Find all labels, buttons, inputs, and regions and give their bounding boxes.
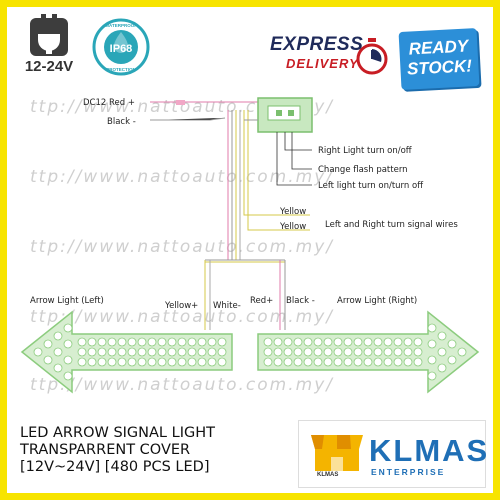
stock-text: STOCK! xyxy=(406,56,473,79)
controller-board xyxy=(267,105,301,121)
watermark: ttp://www.nattoauto.com.my/ xyxy=(30,307,334,327)
black-minus-label: Black - xyxy=(286,296,315,306)
water-drop-icon xyxy=(114,32,128,53)
waterproof-text: WATERPROOF xyxy=(105,23,137,28)
watermark: ttp://www.nattoauto.com.my/ xyxy=(30,237,334,257)
yellow-plus-label: Yellow+ xyxy=(164,301,198,311)
black-label: Black - xyxy=(107,117,136,127)
voltage-label: 12-24V xyxy=(24,58,74,75)
protection-text: PROTECTION xyxy=(106,67,136,72)
watermark: ttp://www.nattoauto.com.my/ xyxy=(30,167,334,187)
wiring-diagram: ttp://www.nattoauto.com.my/ ttp://www.na… xyxy=(20,97,480,395)
arrow-left-label: Arrow Light (Left) xyxy=(30,296,104,306)
watermark: ttp://www.nattoauto.com.my/ xyxy=(30,375,334,395)
yellow-wire-label-2: Yellow xyxy=(279,222,306,232)
brand-subtitle: ENTERPRISE xyxy=(371,467,446,477)
brand-name: KLMAS xyxy=(369,433,490,468)
yellow-wire-label-1: Yellow xyxy=(279,207,306,217)
left-light-label: Left light turn on/turn off xyxy=(318,181,424,191)
signal-wires-label: Left and Right turn signal wires xyxy=(325,220,458,230)
waterproof-badge: IP68 WATERPROOF PROTECTION xyxy=(92,18,150,76)
delivery-text: DELIVERY xyxy=(286,56,359,71)
power-plug-icon xyxy=(30,14,68,56)
brand-tag: KLMAS xyxy=(317,472,339,478)
stopwatch-icon xyxy=(356,38,388,75)
klmas-brand-logo: KLMAS ENTERPRISE KLMAS xyxy=(298,420,490,488)
express-text: EXPRESS xyxy=(270,34,364,55)
right-arrow-light xyxy=(257,310,480,394)
ready-stock-badge: READY STOCK! xyxy=(398,27,480,91)
arrow-right-label: Arrow Light (Right) xyxy=(337,296,417,306)
product-title: LED ARROW SIGNAL LIGHT TRANSPARRENT COVE… xyxy=(20,425,280,476)
red-plus-label: Red+ xyxy=(250,296,273,306)
voltage-badge: 12-24V xyxy=(20,12,78,78)
white-minus-label: White- xyxy=(213,301,241,311)
product-title-line-3: [12V~24V] [480 PCS LED] xyxy=(20,459,210,475)
ip68-label: IP68 xyxy=(110,43,133,55)
dc12-red-label: DC12 Red + xyxy=(83,98,135,108)
left-arrow-light xyxy=(20,310,233,394)
storefront-icon xyxy=(311,435,363,471)
red-wire-connector xyxy=(176,100,185,105)
spec-badges: 12-24V IP68 WATERPROOF PROTECTION xyxy=(20,12,150,82)
right-light-label: Right Light turn on/off xyxy=(318,146,413,156)
express-delivery-logo: EXPRESS DELIVERY xyxy=(270,28,390,80)
product-title-line-1: LED ARROW SIGNAL LIGHT xyxy=(20,425,215,441)
change-flash-label: Change flash pattern xyxy=(318,165,408,175)
product-title-line-2: TRANSPARRENT COVER xyxy=(20,442,191,458)
